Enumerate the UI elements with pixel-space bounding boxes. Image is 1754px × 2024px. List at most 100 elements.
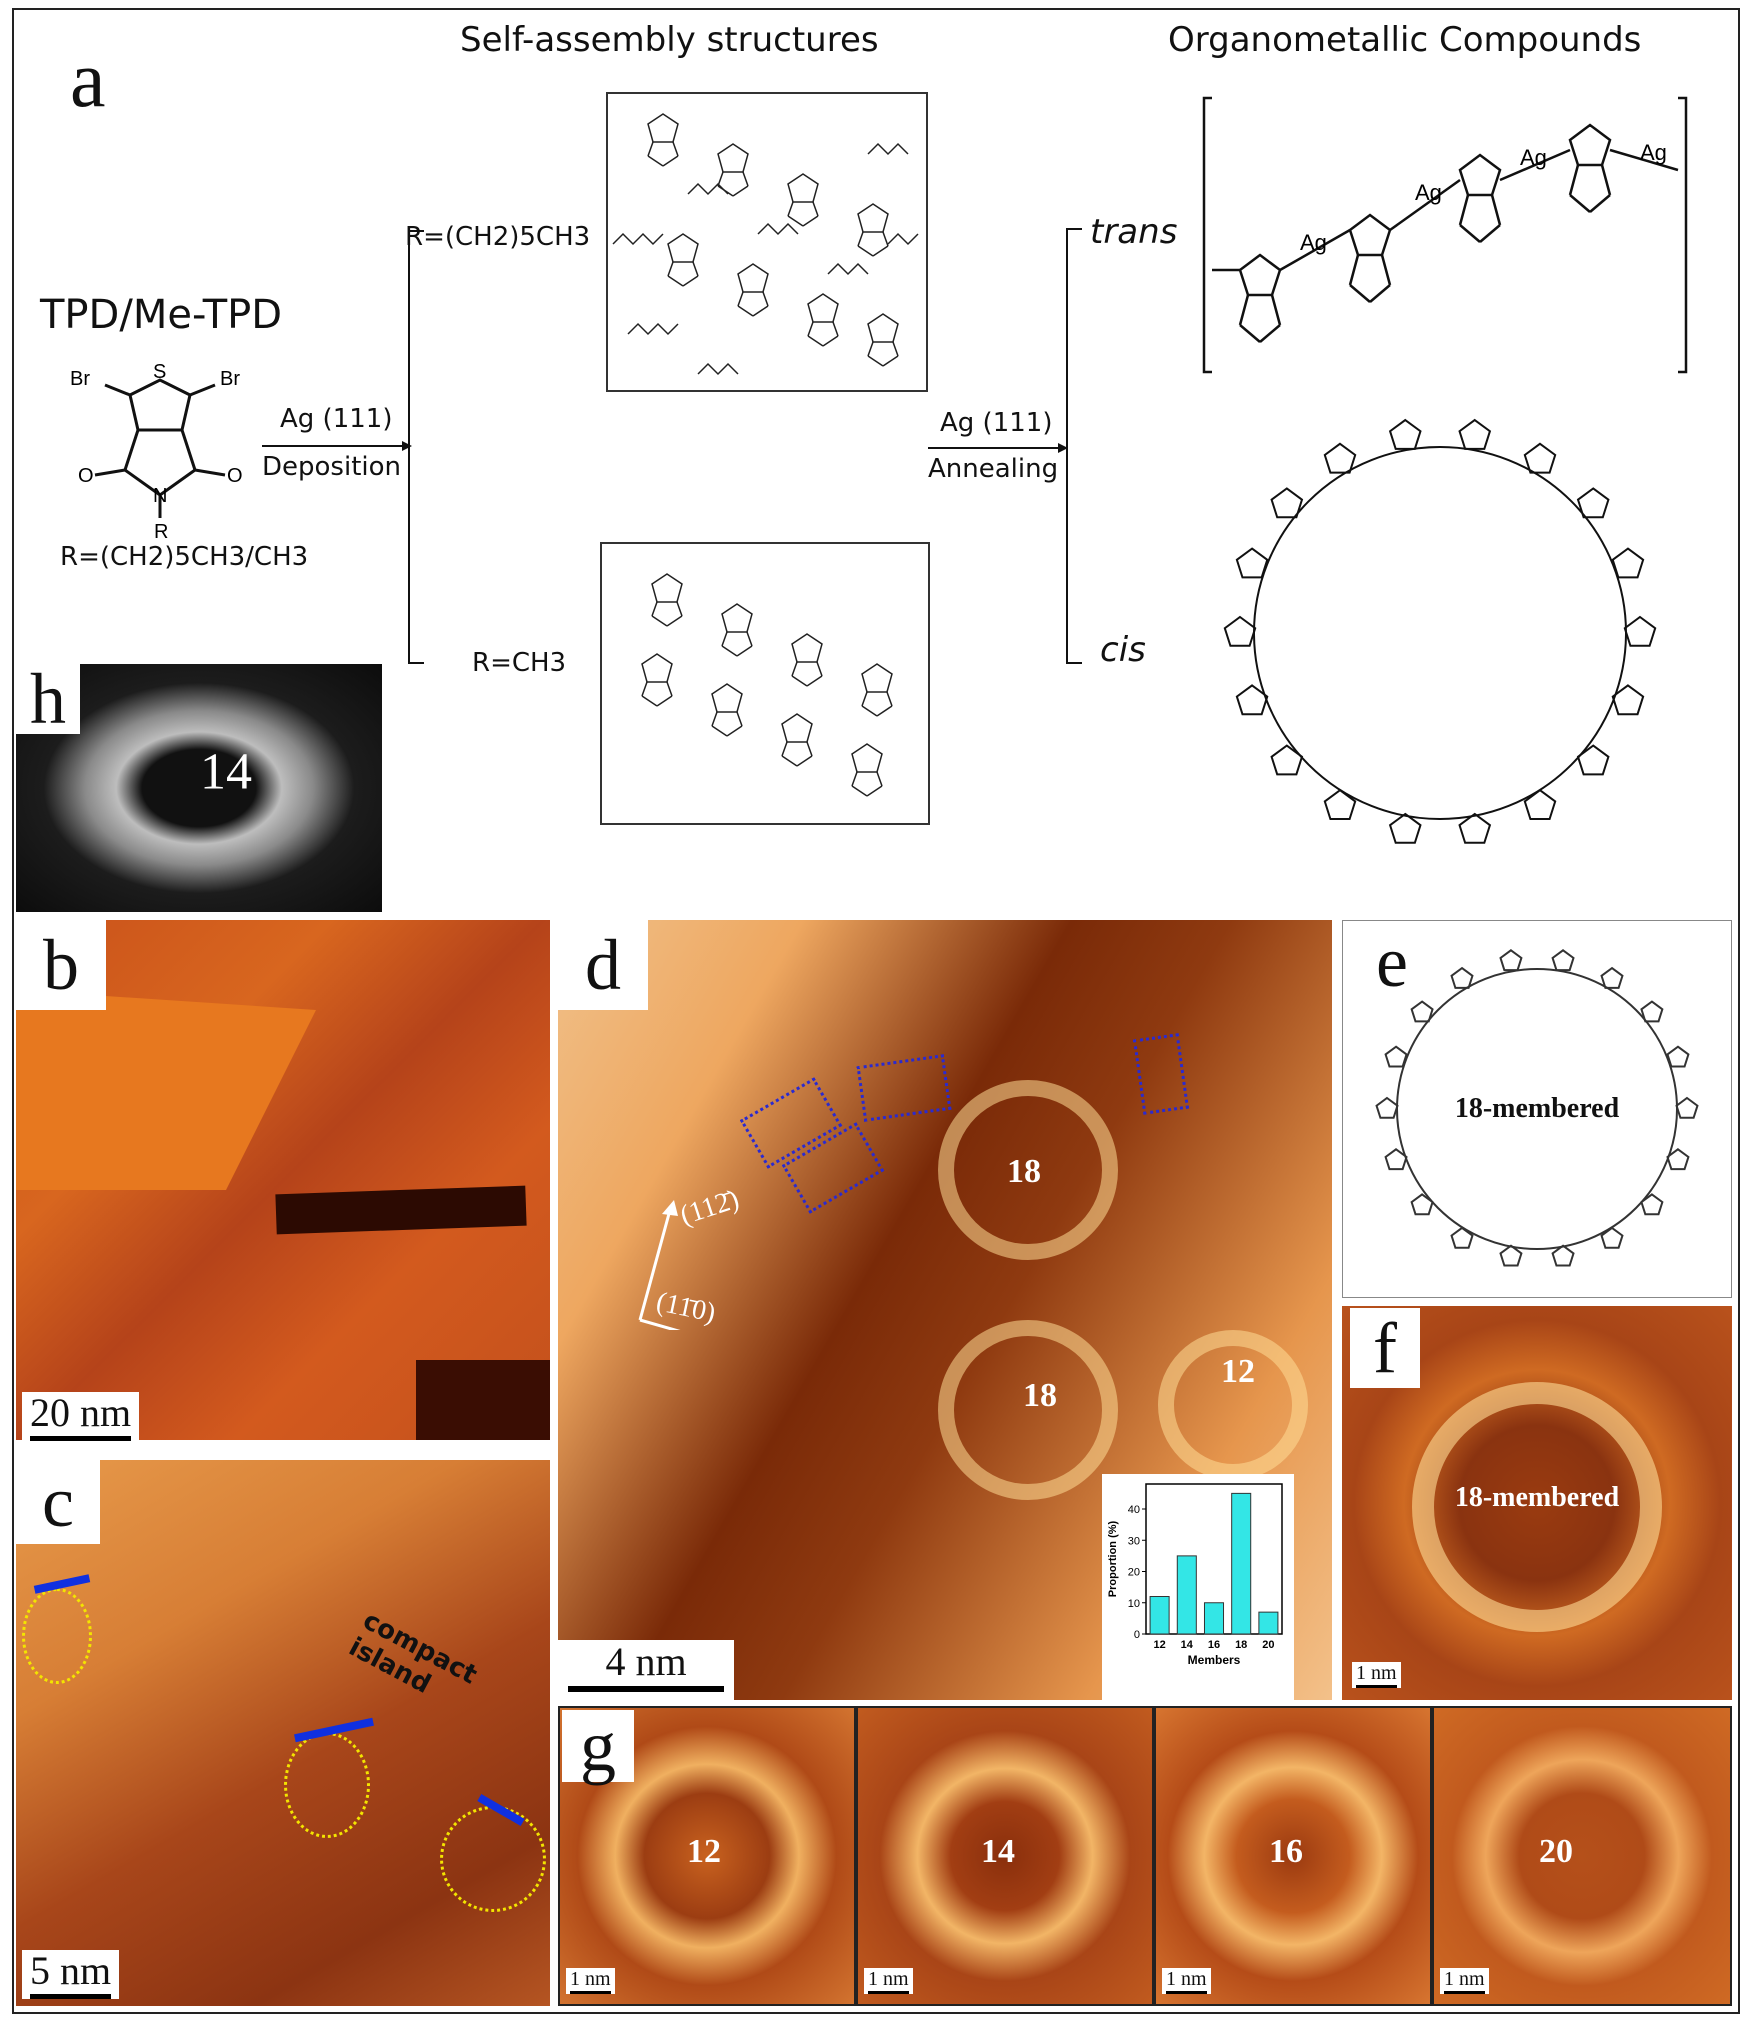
panel-g-ring-16: 16: [1269, 1833, 1303, 1870]
ring-unit: [1551, 1244, 1575, 1267]
branch-upper-label: R=(CH2)5CH3: [405, 222, 591, 252]
ring-unit: [1640, 1193, 1664, 1216]
ring-unit: [1450, 1226, 1474, 1249]
histogram-bar-14: [1176, 1555, 1197, 1635]
histogram-bar-18: [1231, 1492, 1252, 1635]
panel-g-ring-12: 12: [687, 1833, 721, 1870]
ring-unit: [1458, 812, 1492, 844]
reactant-s: S: [153, 361, 166, 383]
arrow1-top-label: Ag (111): [280, 404, 393, 434]
ring-unit: [1499, 949, 1523, 972]
reactant-o-left: O: [78, 465, 94, 487]
ring-unit: [1450, 966, 1474, 989]
panel-c-letter: c: [16, 1460, 100, 1544]
reactant-n: N: [153, 485, 167, 507]
reactant-structure: Br Br S N O O R: [70, 361, 243, 540]
branch-bracket-1: [408, 230, 424, 664]
arrow2-top-label: Ag (111): [940, 408, 1053, 438]
branch-lower-label: R=CH3: [472, 648, 567, 678]
panel-d-letter: d: [558, 920, 648, 1010]
arrow1-icon: [262, 441, 412, 451]
panel-f-letter: f: [1350, 1308, 1420, 1388]
histogram-xtick-label-20: 20: [1262, 1639, 1274, 1651]
histogram-xtick-label-12: 12: [1153, 1639, 1165, 1651]
self-assembly-box-hexyl: [606, 92, 928, 392]
ring-unit: [1666, 1045, 1690, 1068]
panel-d-ring-18b: 18: [1023, 1377, 1057, 1414]
ring-unit: [1375, 1096, 1399, 1119]
panel-d-ring-12: 12: [1221, 1353, 1255, 1390]
ring-unit: [1523, 442, 1557, 474]
cis-ring-structure: [1223, 418, 1657, 844]
panel-f-label: 18-membered: [1454, 1482, 1620, 1513]
ring-unit: [1384, 1045, 1408, 1068]
panel-a-letter: a: [70, 36, 106, 124]
trans-ag-3: Ag: [1520, 145, 1547, 170]
panel-b-letter: b: [16, 920, 106, 1010]
trans-ag-1: Ag: [1300, 230, 1327, 255]
histogram-ytick-label-0: 0: [1134, 1629, 1140, 1641]
ring-unit: [1410, 1193, 1434, 1216]
arrow2-bottom-label: Annealing: [928, 454, 1059, 484]
trans-chain-structure: Ag Ag Ag Ag: [1202, 96, 1688, 374]
ring-unit: [1323, 442, 1357, 474]
ring-unit: [1640, 1000, 1664, 1023]
label-cis: cis: [1100, 630, 1146, 670]
self-assembly-box-methyl: [600, 542, 930, 825]
panel-g-scale-label-4: 1 nm: [1444, 1968, 1485, 1990]
ring-unit: [1551, 949, 1575, 972]
trans-ag-2: Ag: [1415, 180, 1442, 205]
panel-b-dark-terrace: [275, 1185, 527, 1235]
arrow1-bottom-label: Deposition: [262, 452, 402, 482]
branch-bracket-2: [1066, 228, 1082, 664]
reactant-substituent: R=(CH2)5CH3/CH3: [60, 542, 309, 572]
panel-b-light-terrace: [16, 990, 316, 1190]
panel-g-scale-label-2: 1 nm: [868, 1968, 909, 1990]
panel-e-ring-structure: [1375, 949, 1699, 1267]
panel-g-scale-bar-2: 1 nm: [864, 1968, 913, 1994]
panel-e-letter: e: [1376, 922, 1408, 1002]
ring-unit: [1270, 487, 1304, 519]
panel-b-scale-bar: 20 nm: [22, 1392, 140, 1441]
ring-unit: [1611, 547, 1645, 579]
ring-unit: [1235, 547, 1269, 579]
panel-c-scale-label: 5 nm: [30, 1948, 112, 1993]
ring-unit: [1388, 812, 1422, 844]
histogram-xtick-label-18: 18: [1235, 1639, 1247, 1651]
panel-c-scale-bar: 5 nm: [22, 1948, 120, 1999]
heading-self-assembly: Self-assembly structures: [460, 20, 879, 60]
histogram-bar-16: [1203, 1602, 1225, 1635]
ring-unit: [1600, 1226, 1624, 1249]
panel-g-scale-bar-3: 1 nm: [1162, 1968, 1211, 1994]
panel-e-box: 18-membered: [1342, 920, 1732, 1298]
ring-unit: [1611, 684, 1645, 716]
ring-unit: [1576, 487, 1610, 519]
ring-unit: [1499, 1244, 1523, 1267]
histogram-ytick-label-3: 30: [1128, 1535, 1140, 1547]
panel-h-ring-number: 14: [200, 743, 252, 801]
panel-g-image-20: 20 1 nm: [1434, 1708, 1730, 2004]
ring-unit: [1323, 788, 1357, 821]
arrow2-icon: [928, 443, 1068, 453]
panel-c-highlight-1: [22, 1588, 92, 1684]
histogram-ytick-label-4: 40: [1128, 1504, 1140, 1516]
ring-unit: [1576, 744, 1610, 776]
panel-g-ring-14: 14: [981, 1833, 1015, 1870]
ring-unit: [1623, 615, 1657, 647]
panel-g-scale-label-3: 1 nm: [1166, 1968, 1207, 1990]
reactant-o-right: O: [227, 465, 243, 487]
panel-f-scale-label: 1 nm: [1356, 1662, 1397, 1684]
heading-organometallic: Organometallic Compounds: [1168, 20, 1642, 60]
ring-unit: [1270, 744, 1304, 776]
ring-unit: [1223, 615, 1257, 647]
histogram-ylabel: Proportion (%): [1107, 1520, 1119, 1597]
ring-unit: [1675, 1096, 1699, 1119]
ring-unit: [1523, 788, 1557, 821]
trans-ag-4: Ag: [1640, 140, 1667, 165]
panel-g-letter: g: [562, 1710, 634, 1782]
panel-h-letter: h: [16, 663, 80, 735]
panel-d-scale-label: 4 nm: [605, 1639, 687, 1684]
histogram-ytick-label-1: 10: [1128, 1598, 1140, 1610]
reactant-br-left: Br: [70, 368, 90, 390]
